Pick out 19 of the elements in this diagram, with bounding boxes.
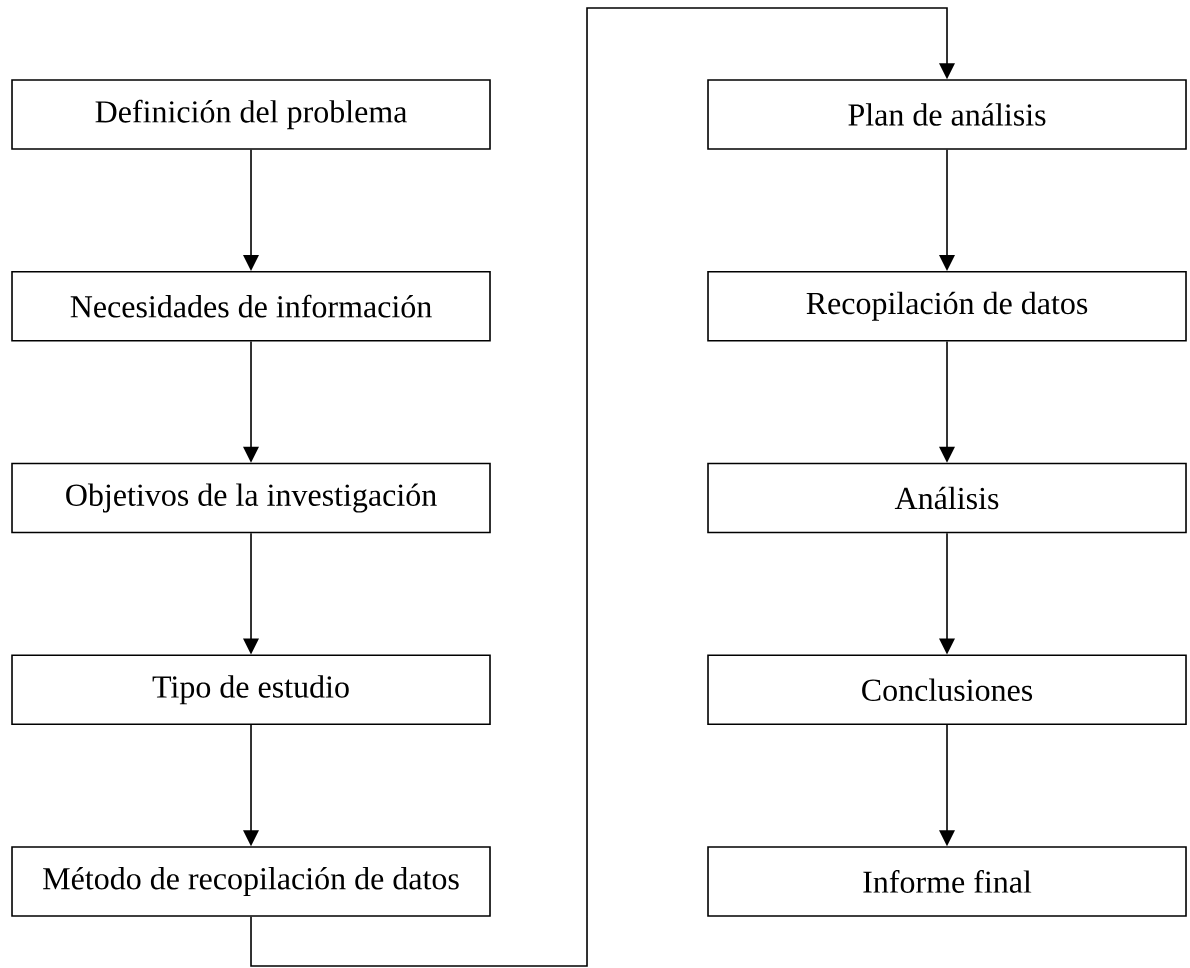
arrow — [243, 532, 259, 655]
arrow — [939, 532, 955, 655]
arrow — [243, 724, 259, 847]
process-box: Objetivos de la investigación — [11, 462, 491, 534]
arrow — [250, 7, 955, 967]
arrow — [939, 149, 955, 271]
arrow — [939, 724, 955, 847]
process-box: Método de recopilación de datos — [11, 846, 491, 917]
process-box: Necesidades de información — [11, 270, 491, 342]
process-box: Análisis — [707, 462, 1187, 534]
arrow — [243, 340, 259, 463]
arrow — [939, 340, 955, 463]
process-box: Recopilación de datos — [707, 270, 1187, 342]
process-box: Definición del problema — [11, 79, 491, 150]
arrow — [243, 149, 259, 271]
process-box: Tipo de estudio — [11, 654, 491, 726]
process-box: Informe final — [707, 846, 1187, 917]
process-box: Plan de análisis — [707, 79, 1187, 150]
process-box: Conclusiones — [707, 654, 1187, 726]
